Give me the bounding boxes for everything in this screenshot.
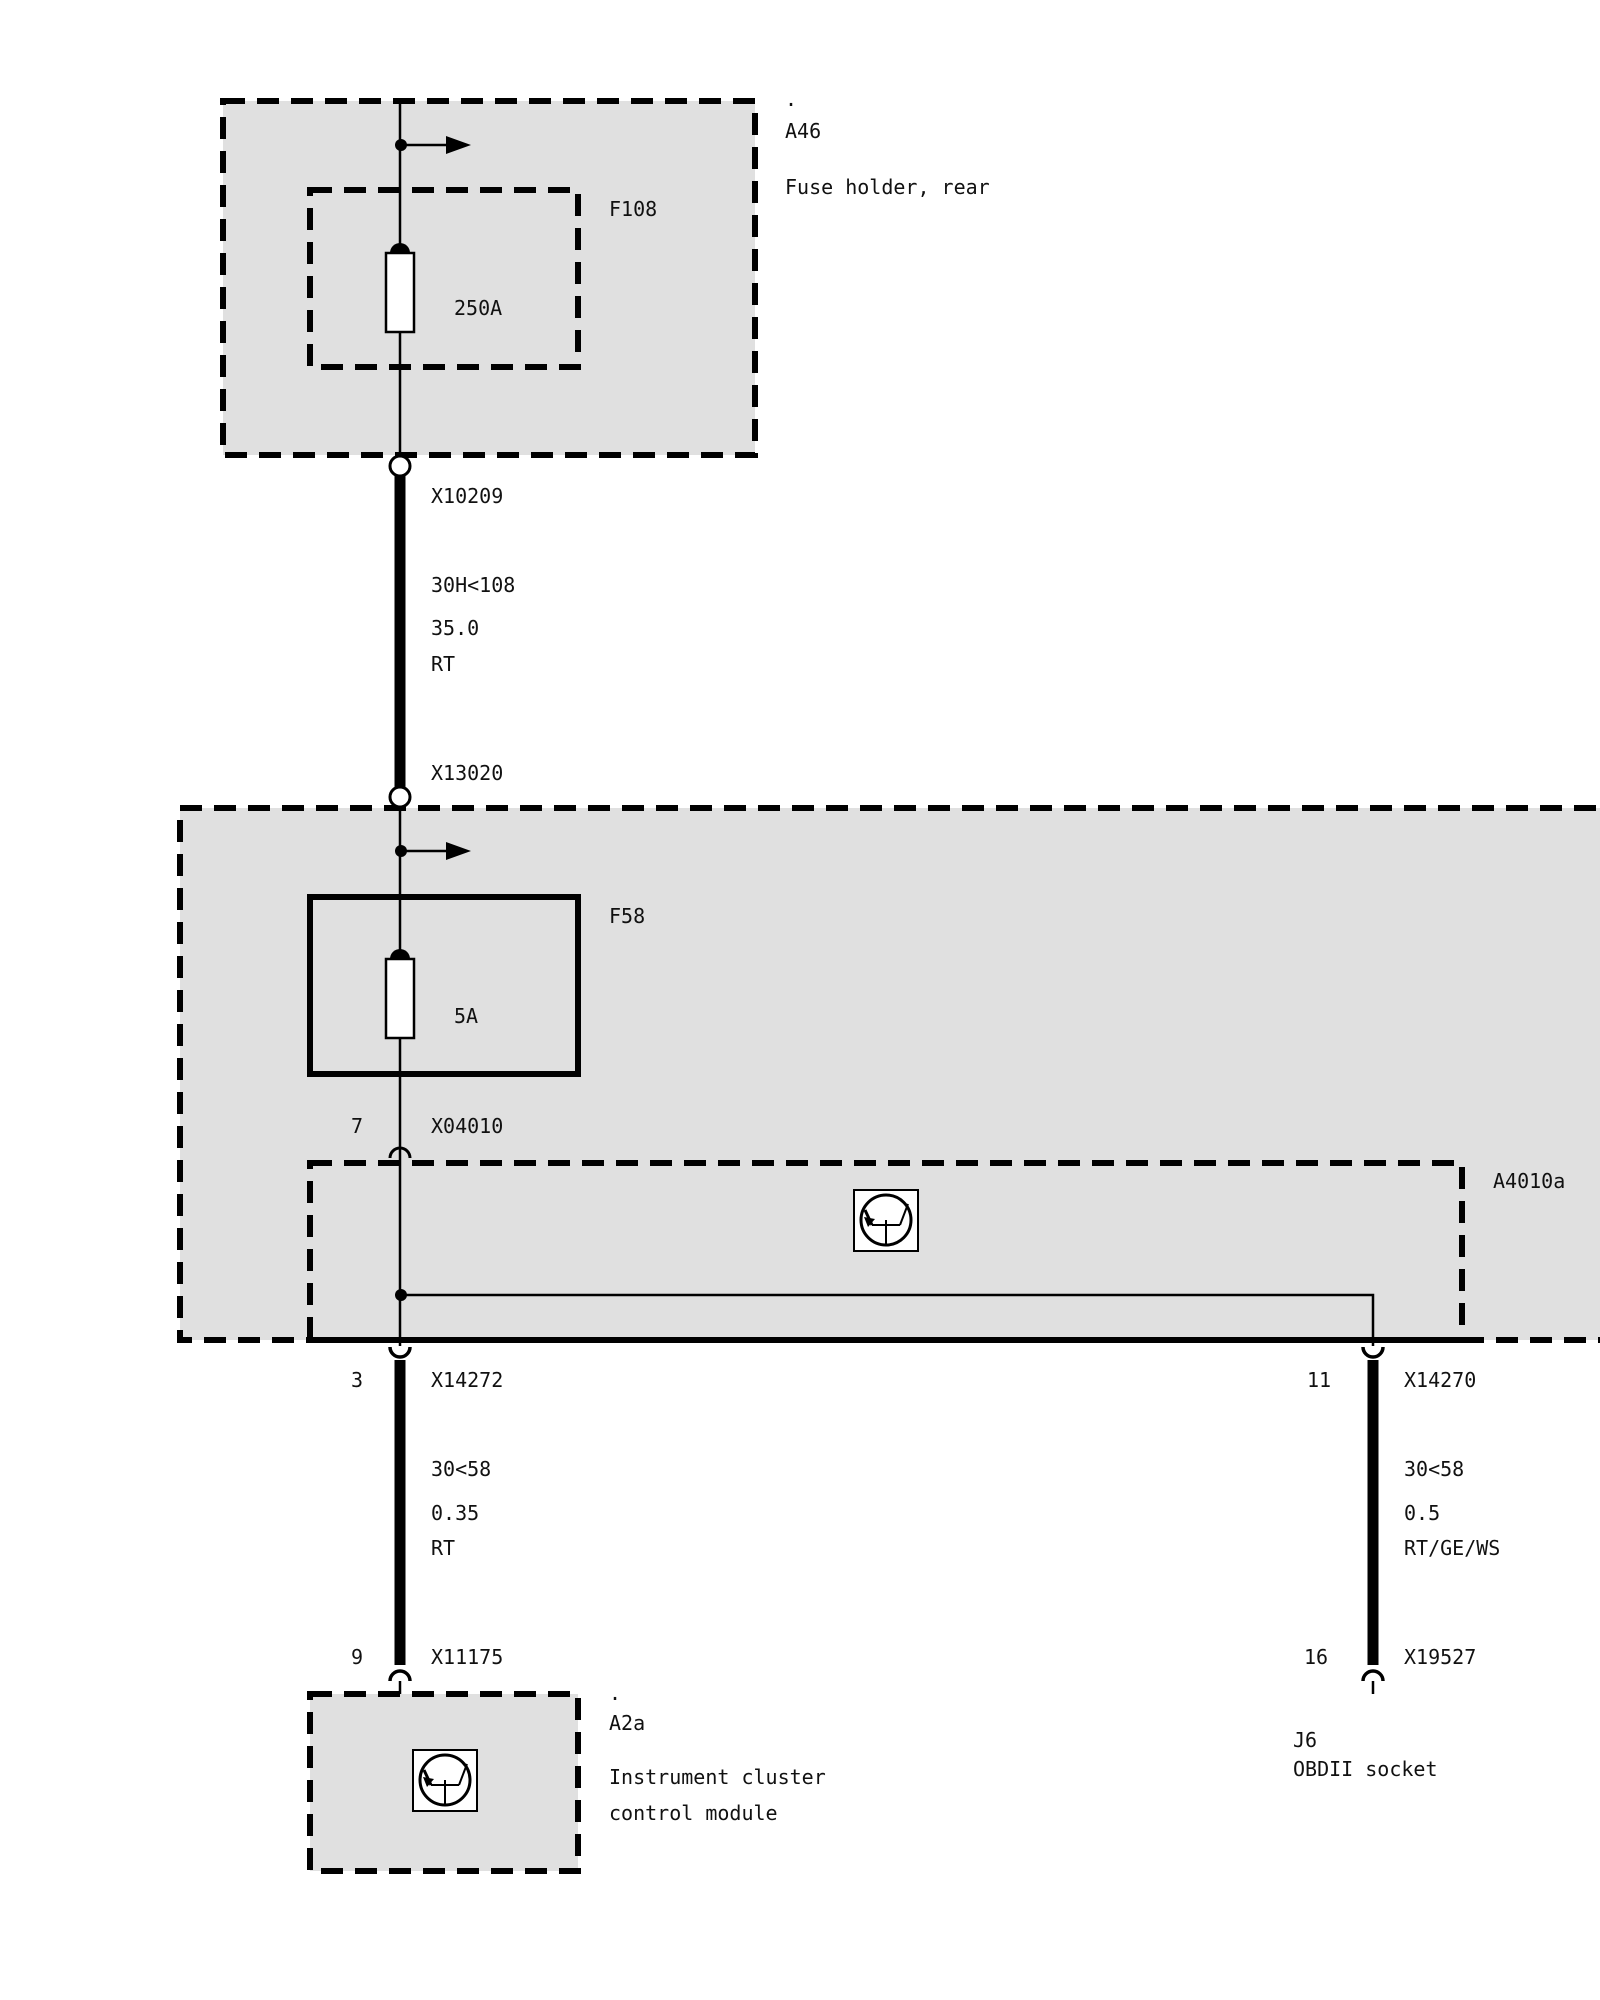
main-feed-gauge: 35.0 — [431, 616, 479, 640]
pin-x14272-icon[interactable] — [388, 1346, 412, 1359]
connector-ring-icon[interactable] — [388, 785, 412, 809]
x19527-id: X19527 — [1404, 1645, 1476, 1669]
x13020-id: X13020 — [431, 761, 503, 785]
main-feed-color: RT — [431, 652, 455, 676]
wire-obd-branch — [400, 1293, 1375, 1346]
pin-x19527-icon[interactable] — [1361, 1669, 1385, 1694]
f58-rating: 5A — [454, 1004, 478, 1028]
junction-node — [395, 1289, 407, 1301]
a2a-id: A2a — [609, 1711, 645, 1735]
module-f58[interactable] — [307, 894, 581, 1077]
cluster-feed-color: RT — [431, 1536, 455, 1560]
a46-id: A46 — [785, 119, 821, 143]
obd-feed-circuit: 30<58 — [1404, 1457, 1464, 1481]
x14272-pin: 3 — [351, 1368, 363, 1392]
cluster-feed-circuit: 30<58 — [431, 1457, 491, 1481]
pin-x14270-icon[interactable] — [1361, 1346, 1385, 1359]
j6-description: OBDII socket — [1293, 1757, 1438, 1781]
x04010-pin: 7 — [351, 1114, 363, 1138]
transistor-symbol-icon — [412, 1749, 478, 1812]
pin-x11175-icon[interactable] — [388, 1669, 412, 1694]
arrow-right-icon[interactable] — [395, 842, 471, 860]
module-a46[interactable] — [220, 98, 758, 458]
fuse-f58-icon[interactable] — [384, 949, 416, 1040]
j6-id: J6 — [1293, 1728, 1317, 1752]
a2a-description-line2: control module — [609, 1801, 778, 1825]
x11175-id: X11175 — [431, 1645, 503, 1669]
connector-ring-icon[interactable] — [388, 454, 412, 478]
module-f108[interactable] — [307, 187, 581, 370]
x19527-pin: 16 — [1304, 1645, 1328, 1669]
a2a-description-line1: Instrument cluster — [609, 1765, 826, 1789]
cluster-feed-gauge: 0.35 — [431, 1501, 479, 1525]
arrow-right-icon[interactable] — [395, 136, 471, 154]
a2a-dot: . — [609, 1681, 621, 1705]
x14272-id: X14272 — [431, 1368, 503, 1392]
x10209-id: X10209 — [431, 484, 503, 508]
f108-rating: 250A — [454, 296, 502, 320]
module-a4010a[interactable] — [307, 1160, 1465, 1343]
transistor-symbol-icon — [853, 1189, 919, 1252]
obd-feed-gauge: 0.5 — [1404, 1501, 1440, 1525]
a46-description: Fuse holder, rear — [785, 175, 990, 199]
x11175-pin: 9 — [351, 1645, 363, 1669]
a46-dot: . — [785, 87, 797, 111]
fuse-f108-icon[interactable] — [384, 243, 416, 334]
f58-id: F58 — [609, 904, 645, 928]
x04010-id: X04010 — [431, 1114, 503, 1138]
x14270-id: X14270 — [1404, 1368, 1476, 1392]
a4010a-id: A4010a — [1493, 1169, 1565, 1193]
obd-feed-color: RT/GE/WS — [1404, 1536, 1500, 1560]
pin-x04010-icon[interactable] — [388, 1146, 412, 1159]
main-feed-circuit: 30H<108 — [431, 573, 515, 597]
x14270-pin: 11 — [1307, 1368, 1331, 1392]
f108-id: F108 — [609, 197, 657, 221]
